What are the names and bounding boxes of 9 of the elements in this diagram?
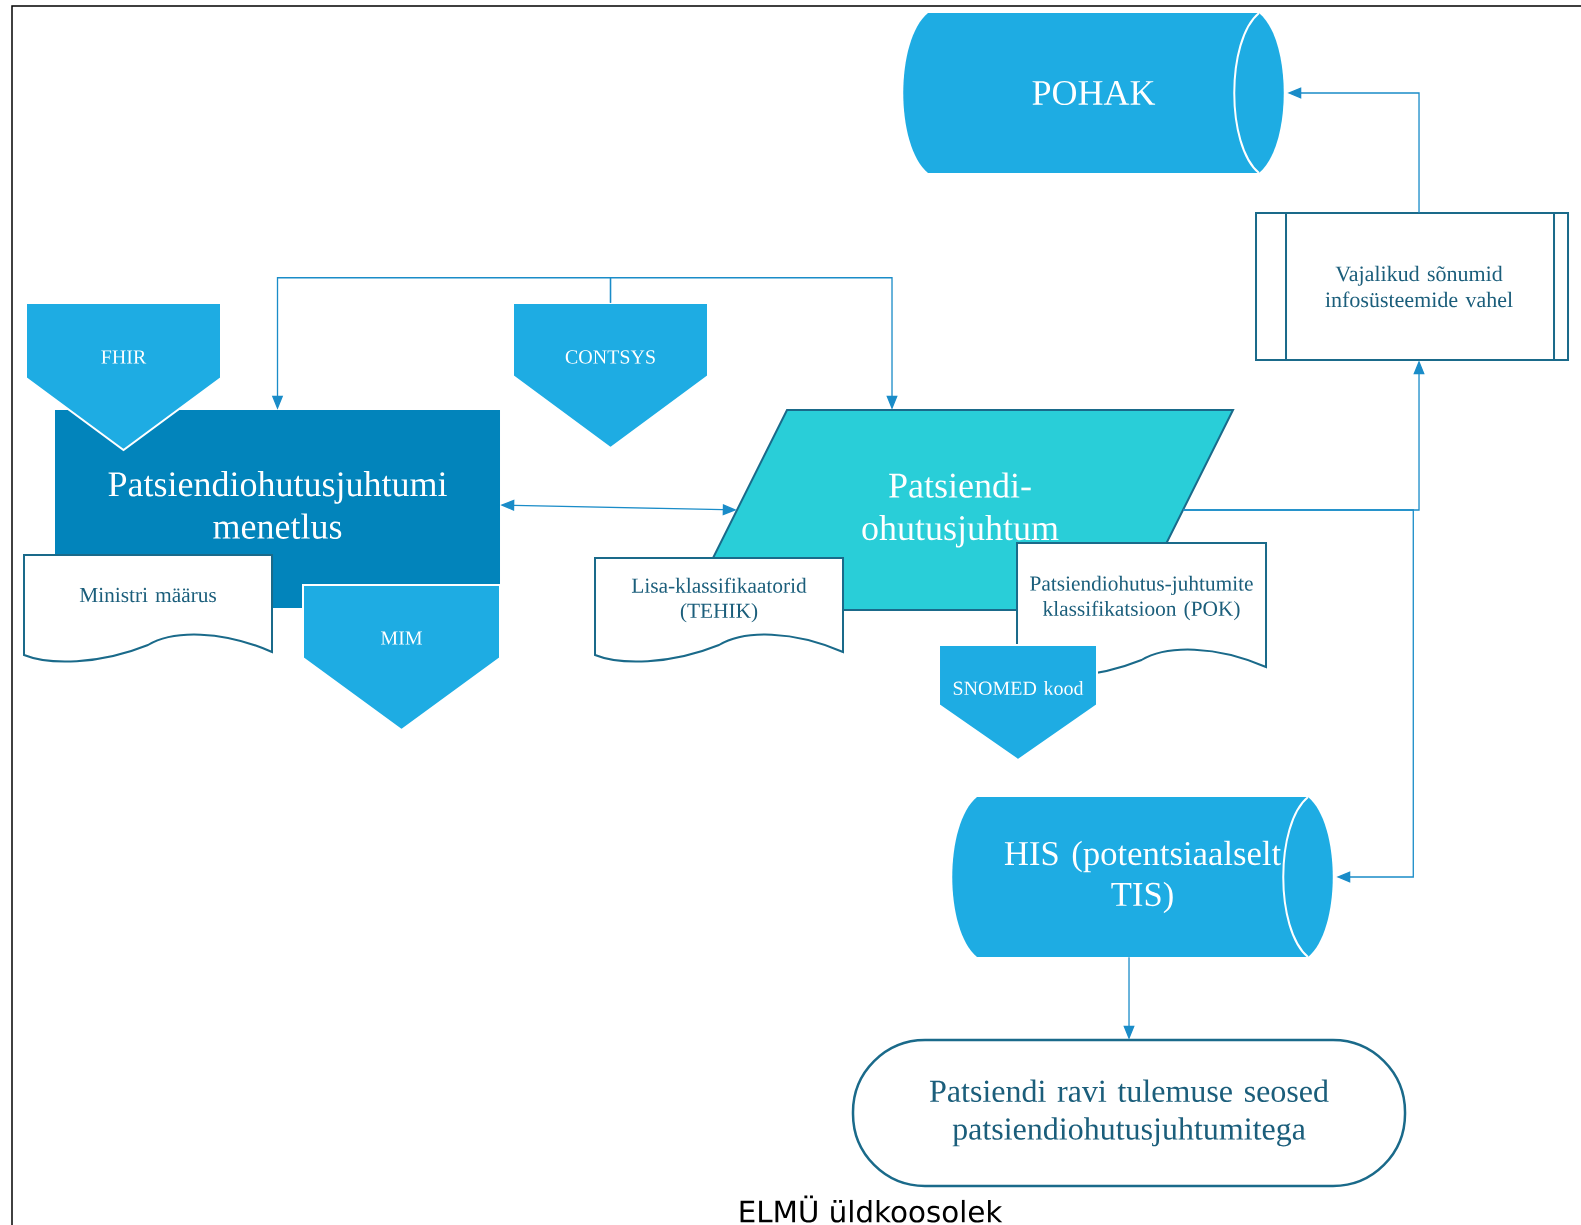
offpage-pentagon: FHIR [25,302,222,452]
offpage-pentagon: MIM [302,584,501,732]
process-box: Vajalikud sõnumid infosüsteemide vahel [1255,212,1569,361]
storage-cylinder: HIS (potentsiaalselt TIS) [952,796,1333,958]
footer-text: ELMÜ üldkoosolek [740,1195,1003,1223]
storage-cylinder: POHAK [903,12,1284,174]
offpage-pentagon: SNOMED kood [938,644,1098,762]
offpage-pentagon: CONTSYS [512,302,709,450]
connector-arrow [1182,509,1414,883]
